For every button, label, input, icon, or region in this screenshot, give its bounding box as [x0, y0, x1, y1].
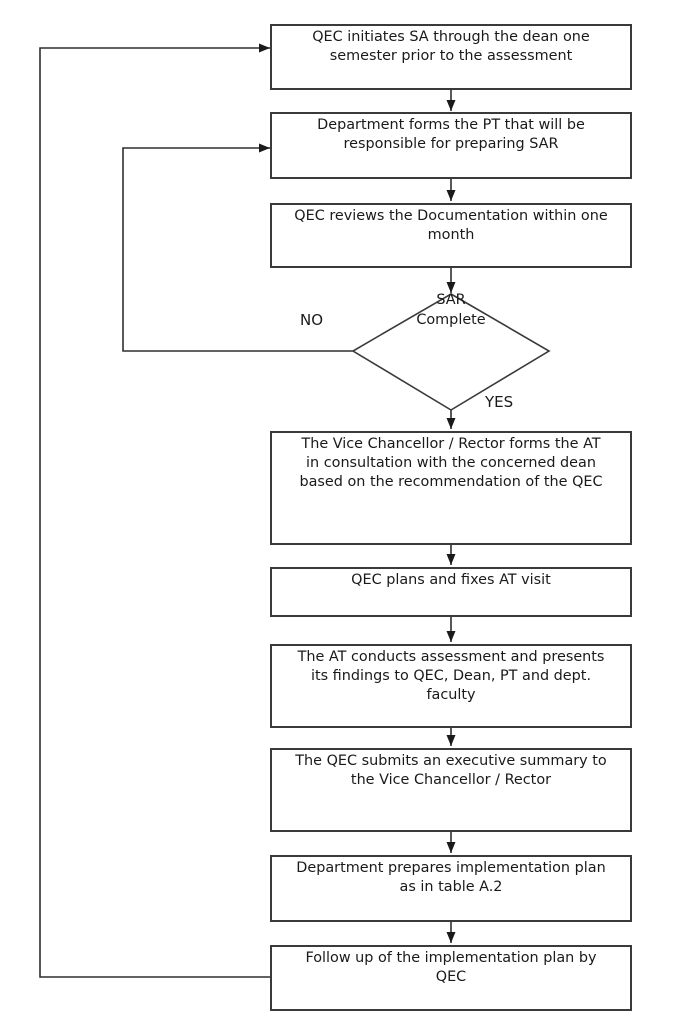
- decision-diamond: [351, 293, 551, 411]
- decision-yes-label: YES: [485, 393, 514, 411]
- decision-no-label: NO: [300, 311, 324, 329]
- node-vc-forms-at: The Vice Chancellor / Rector forms the A…: [270, 431, 632, 545]
- node-follow-up: Follow up of the implementation plan by …: [270, 945, 632, 1011]
- node-review-docs: QEC reviews the Documentation within one…: [270, 203, 632, 268]
- decision-sar-complete-label: SAR Complete: [416, 292, 486, 328]
- node-exec-summary: The QEC submits an executive summary to …: [270, 748, 632, 832]
- node-at-assessment: The AT conducts assessment and presents …: [270, 644, 632, 728]
- restart-feedback-loop: [39, 43, 270, 978]
- node-implementation-plan: Department prepares implementation plan …: [270, 855, 632, 922]
- node-plan-visit: QEC plans and fixes AT visit: [270, 567, 632, 617]
- node-form-pt: Department forms the PT that will be res…: [270, 112, 632, 179]
- node-initiate-sa: QEC initiates SA through the dean one se…: [270, 24, 632, 90]
- no-feedback-loop: [122, 143, 353, 352]
